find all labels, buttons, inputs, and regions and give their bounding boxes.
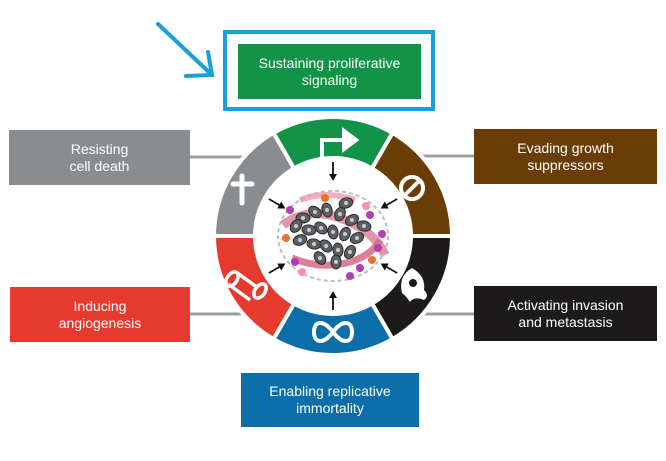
cell-nucleus (355, 236, 359, 240)
hallmark-label-line2: immortality (296, 400, 364, 416)
hallmark-label-line1: Sustaining proliferative (258, 54, 401, 71)
hallmark-label-line2: and metastasis (518, 313, 613, 330)
inward-arrow-head (329, 174, 337, 181)
cell-nucleus (331, 230, 335, 234)
highlight-frame (223, 30, 435, 111)
tumor-cells-icon (277, 190, 390, 282)
stromal-cell (291, 258, 299, 266)
hallmark-label-line2: angiogenesis (58, 314, 142, 331)
inward-arrow-head (380, 263, 389, 271)
hallmark-label-line2: suppressors (527, 156, 604, 173)
stromal-cell (356, 264, 364, 272)
inner-arrows (268, 162, 398, 310)
hallmark-label-line1: Inducing (73, 297, 127, 314)
cell-nucleus (307, 228, 311, 232)
hallmark-label-line1: Enabling replicative (269, 383, 391, 399)
cell-nucleus (350, 218, 354, 222)
cross-icon (230, 173, 255, 206)
stromal-cell (368, 256, 376, 264)
cell-nucleus (301, 216, 305, 220)
hallmark-box-resisting-cell-death: Resisting cell death (9, 130, 190, 185)
cell-nucleus (344, 201, 348, 205)
hallmark-label-line2: signaling (301, 71, 358, 88)
cell-nucleus (334, 260, 338, 264)
hallmark-box-replicative-immortality: Enabling replicative immortality (241, 373, 419, 427)
hallmark-label-line1: Activating invasion (507, 296, 624, 313)
cell-nucleus (348, 250, 352, 254)
stromal-cell (378, 230, 386, 238)
pointer-arrow-icon (156, 22, 215, 78)
inward-arrow-head (277, 263, 286, 271)
migrating-cell-icon (401, 268, 427, 302)
stromal-cell (321, 194, 329, 202)
cell-nucleus (362, 224, 366, 228)
cell-nucleus (343, 232, 347, 236)
cell-nucleus (318, 256, 322, 260)
cell-nucleus (298, 238, 302, 242)
infinity-icon (311, 321, 355, 343)
cell-nucleus (325, 208, 329, 212)
cell-nucleus (294, 224, 298, 228)
inward-arrow-head (277, 201, 286, 209)
signal-arrow-icon (320, 127, 360, 172)
cell-nucleus (324, 244, 328, 248)
hallmark-box-inducing-angiogenesis: Inducing angiogenesis (10, 287, 190, 342)
cell-nucleus (336, 248, 340, 252)
stromal-cell (282, 234, 290, 242)
stromal-cell (374, 244, 382, 252)
stromal-cell (298, 268, 306, 276)
prohibited-icon (399, 175, 425, 201)
cell-nucleus (312, 242, 316, 246)
cell-nucleus (313, 210, 317, 214)
inward-arrow-head (380, 201, 389, 209)
hallmark-label-line2: cell death (69, 157, 130, 174)
hallmark-box-proliferative-signaling: Sustaining proliferative signaling (238, 44, 421, 99)
inward-arrow-head (329, 291, 337, 298)
blood-vessel-icon (224, 270, 268, 302)
hallmark-label-line1: Resisting (70, 140, 129, 157)
stromal-cell (346, 272, 354, 280)
hallmark-label-line1: Evading growth (517, 139, 614, 156)
stromal-cell (286, 206, 294, 214)
hallmark-box-evading-growth-suppressors: Evading growth suppressors (474, 129, 657, 184)
stromal-cell (362, 202, 370, 210)
hallmark-box-activating-invasion: Activating invasion and metastasis (474, 286, 657, 341)
cell-nucleus (338, 212, 342, 216)
stromal-cell (366, 211, 374, 219)
cell-nucleus (319, 226, 323, 230)
